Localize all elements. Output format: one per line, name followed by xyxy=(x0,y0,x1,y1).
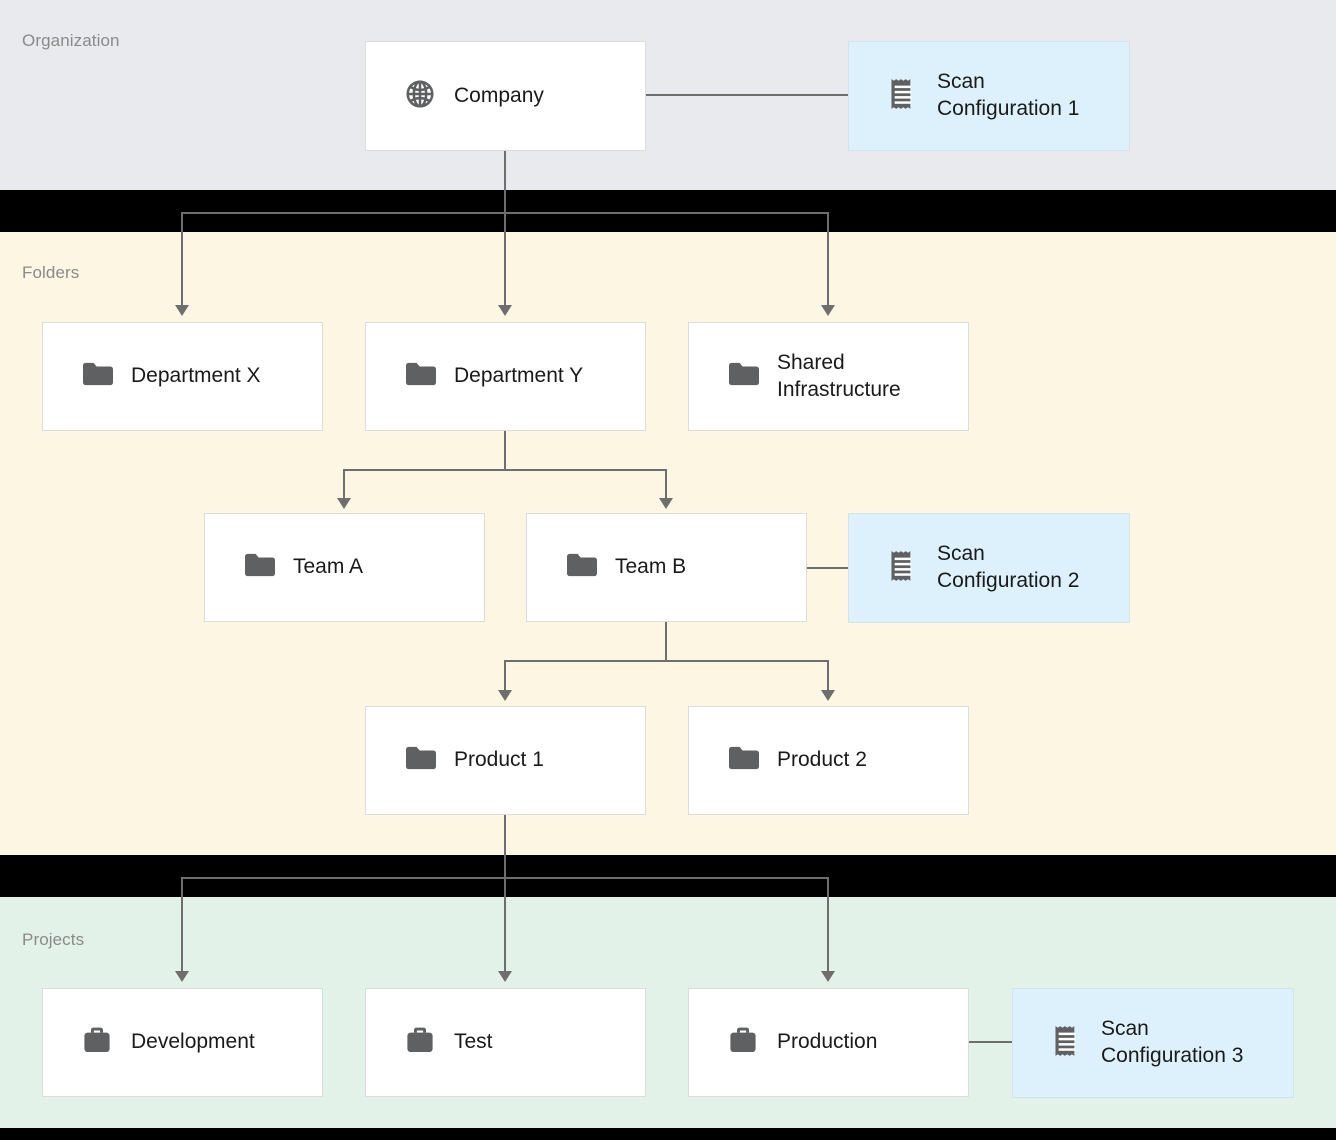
node-scan-config-1[interactable]: Scan Configuration 1 xyxy=(848,41,1130,151)
node-scan-config-1-label: Scan Configuration 1 xyxy=(937,70,1080,120)
briefcase-icon xyxy=(81,1025,113,1060)
edge-to-shared-infrastructure xyxy=(827,212,829,307)
receipt-icon xyxy=(887,549,919,588)
band-label-folders: Folders xyxy=(22,263,80,282)
edge-production-to-scan-config-3 xyxy=(967,1041,1013,1043)
edge-department-y-stem xyxy=(504,430,506,471)
node-product-1[interactable]: Product 1 xyxy=(365,706,646,815)
node-shared-infrastructure-label: Shared Infrastructure xyxy=(777,350,901,401)
folder-icon xyxy=(727,360,759,393)
arrowhead-team-a xyxy=(337,498,351,509)
node-department-x-label: Department X xyxy=(131,364,261,388)
band-label-projects: Projects xyxy=(22,930,85,949)
arrowhead-shared-infrastructure xyxy=(821,305,835,316)
node-scan-config-2[interactable]: Scan Configuration 2 xyxy=(848,513,1130,623)
briefcase-icon xyxy=(404,1025,436,1060)
arrowhead-test xyxy=(498,971,512,982)
node-test[interactable]: Test xyxy=(365,988,646,1097)
globe-icon xyxy=(404,78,436,115)
edge-product-1-stem xyxy=(504,813,506,879)
edge-teams-bus xyxy=(343,469,667,471)
edge-company-to-scan-config-1 xyxy=(645,94,849,96)
edge-to-test xyxy=(504,877,506,973)
folder-icon xyxy=(727,744,759,777)
arrowhead-department-x xyxy=(175,305,189,316)
edge-team-b-stem xyxy=(665,620,667,662)
folder-icon xyxy=(565,551,597,584)
folder-icon xyxy=(404,744,436,777)
node-development-label: Development xyxy=(131,1030,255,1054)
node-company-label: Company xyxy=(454,83,544,107)
edge-to-development xyxy=(181,877,183,973)
folder-icon xyxy=(404,360,436,393)
edge-to-department-y xyxy=(504,212,506,307)
receipt-icon xyxy=(1051,1024,1083,1063)
edge-to-production xyxy=(827,877,829,973)
node-product-1-label: Product 1 xyxy=(454,748,544,772)
folder-icon xyxy=(81,360,113,393)
edge-company-stem xyxy=(504,150,506,214)
briefcase-icon xyxy=(727,1025,759,1060)
edge-to-team-b xyxy=(665,469,667,500)
node-team-a-label: Team A xyxy=(293,555,364,579)
arrowhead-production xyxy=(821,971,835,982)
edge-to-team-a xyxy=(343,469,345,500)
node-scan-config-2-label: Scan Configuration 2 xyxy=(937,542,1080,592)
arrowhead-department-y xyxy=(498,305,512,316)
edge-team-b-to-scan-config-2 xyxy=(807,567,849,569)
node-company[interactable]: Company xyxy=(365,41,646,151)
edge-products-bus xyxy=(504,660,828,662)
edge-to-product-2 xyxy=(827,660,829,692)
node-product-2-label: Product 2 xyxy=(777,748,867,772)
node-team-a[interactable]: Team A xyxy=(204,513,485,622)
node-test-label: Test xyxy=(454,1030,493,1054)
node-team-b[interactable]: Team B xyxy=(526,513,807,622)
node-scan-config-3-label: Scan Configuration 3 xyxy=(1101,1017,1244,1067)
arrowhead-team-b xyxy=(659,498,673,509)
node-scan-config-3[interactable]: Scan Configuration 3 xyxy=(1012,988,1294,1098)
arrowhead-development xyxy=(175,971,189,982)
band-label-organization: Organization xyxy=(22,31,120,50)
folder-icon xyxy=(243,551,275,584)
node-department-y[interactable]: Department Y xyxy=(365,322,646,431)
node-production-label: Production xyxy=(777,1030,878,1054)
node-production[interactable]: Production xyxy=(688,988,969,1097)
node-product-2[interactable]: Product 2 xyxy=(688,706,969,815)
node-development[interactable]: Development xyxy=(42,988,323,1097)
receipt-icon xyxy=(887,77,919,116)
edge-to-department-x xyxy=(181,212,183,307)
node-shared-infrastructure[interactable]: Shared Infrastructure xyxy=(688,322,969,431)
arrowhead-product-1 xyxy=(498,690,512,701)
edge-to-product-1 xyxy=(504,660,506,692)
arrowhead-product-2 xyxy=(821,690,835,701)
node-department-y-label: Department Y xyxy=(454,364,584,388)
node-team-b-label: Team B xyxy=(615,555,687,579)
node-department-x[interactable]: Department X xyxy=(42,322,323,431)
